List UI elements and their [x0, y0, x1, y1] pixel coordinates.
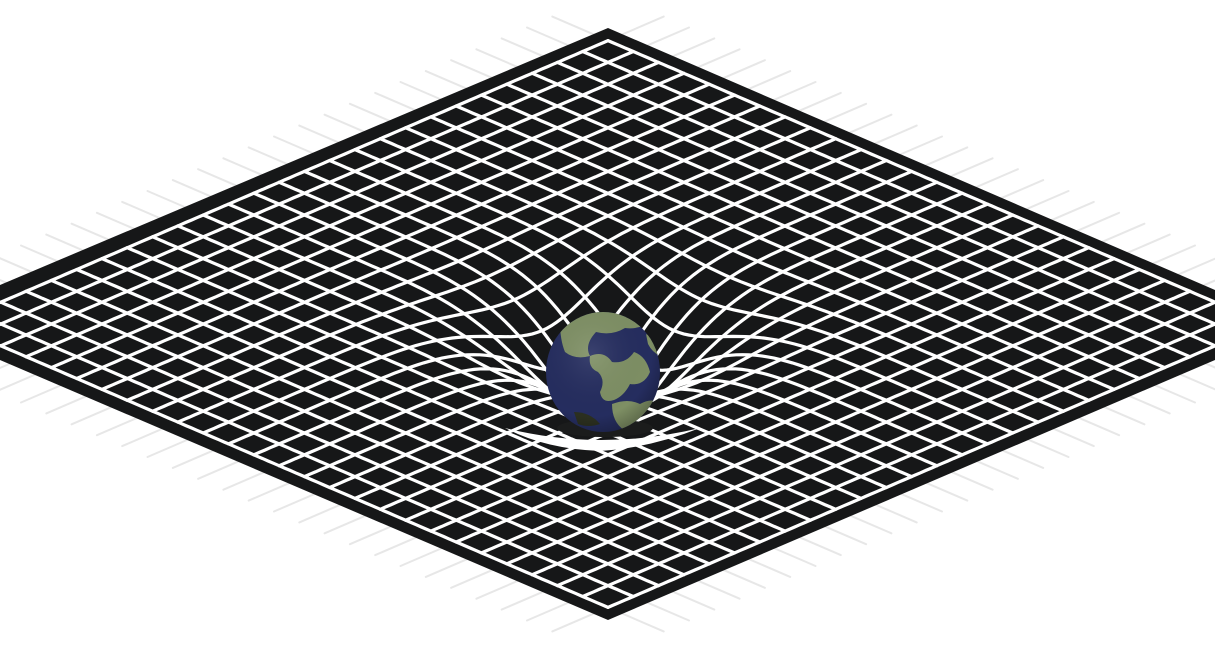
earth-shading	[546, 312, 660, 432]
